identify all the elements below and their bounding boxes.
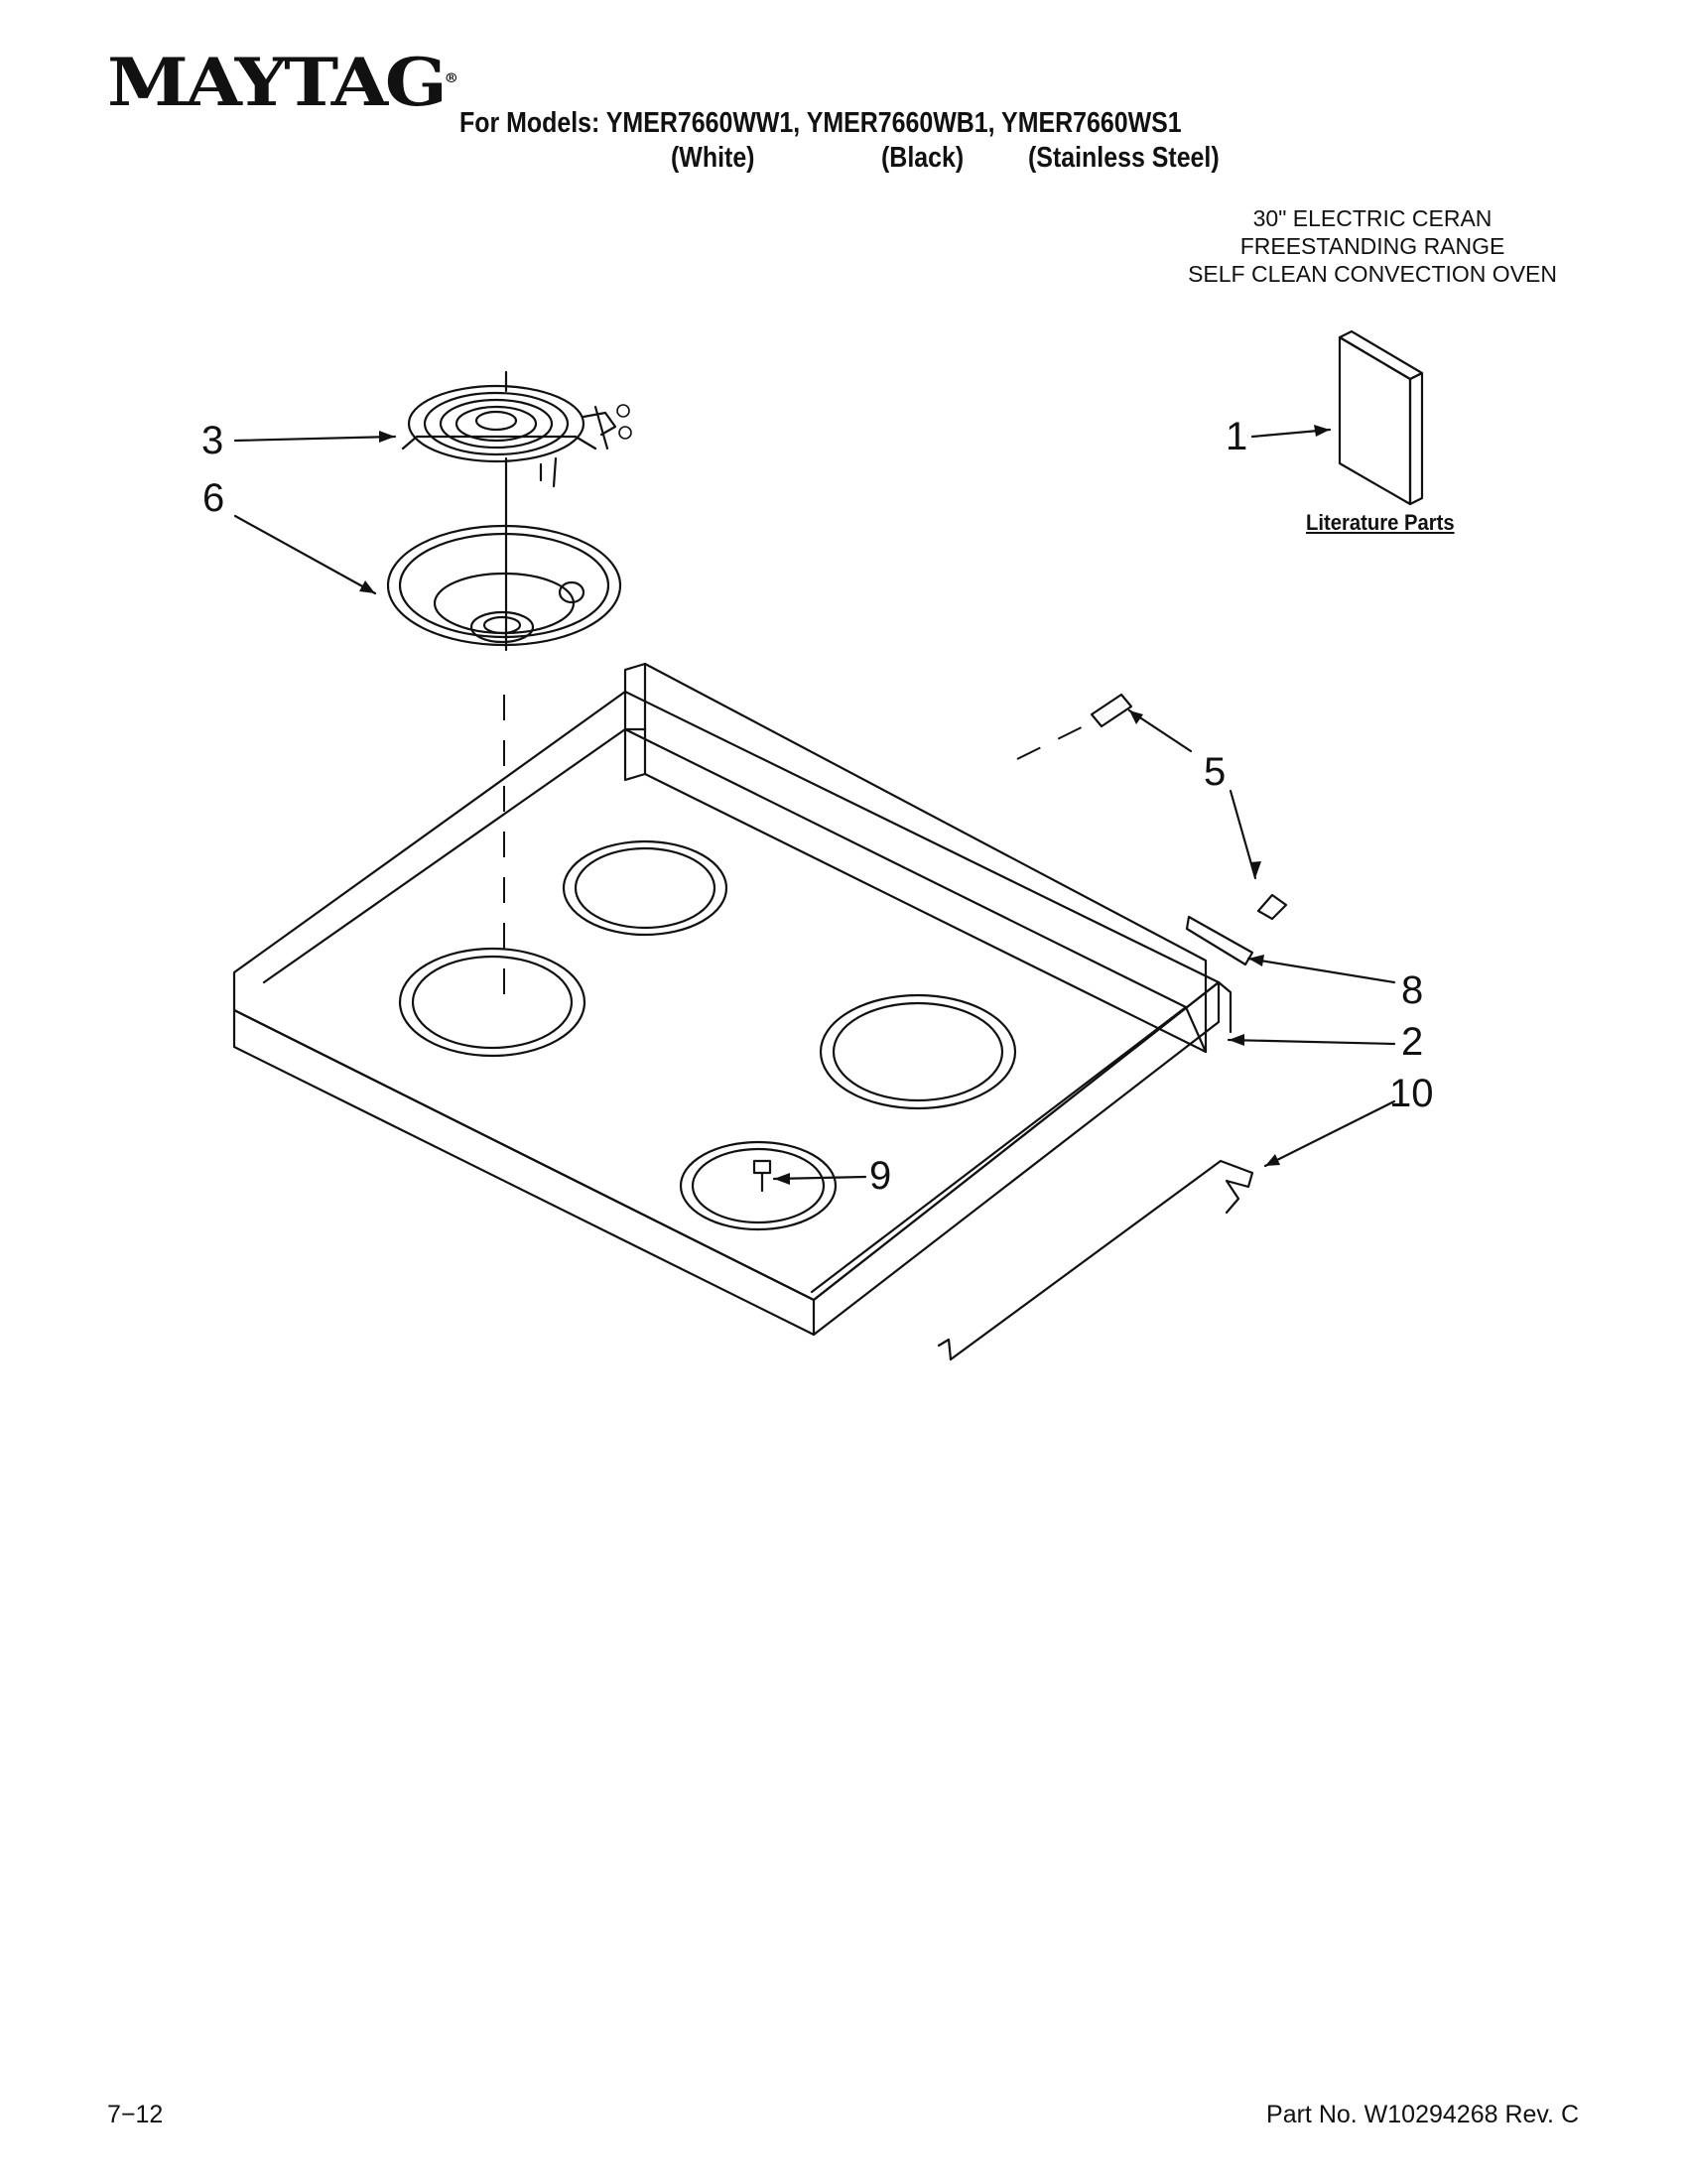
color-stainless: (Stainless Steel) <box>1028 142 1220 174</box>
callout-6: 6 <box>202 476 225 520</box>
callout-10: 10 <box>1389 1072 1434 1115</box>
literature-parts-booklet <box>1338 329 1424 506</box>
arrowheads <box>359 425 1330 1185</box>
literature-parts-label: Literature Parts <box>1306 510 1455 535</box>
hardware-parts <box>752 693 1288 1361</box>
color-black: (Black) <box>881 142 965 174</box>
color-white: (White) <box>671 142 755 174</box>
maytag-logo: MAYTAG® <box>107 44 459 121</box>
cooktop-main-top <box>232 662 1233 1337</box>
leader-lines <box>233 428 1396 1181</box>
callout-8: 8 <box>1401 968 1424 1012</box>
callout-9: 9 <box>869 1154 892 1198</box>
page-number: 7−12 <box>107 2101 164 2128</box>
callout-5: 5 <box>1204 750 1227 794</box>
callout-1: 1 <box>1226 415 1248 458</box>
surface-element <box>401 370 632 652</box>
callout-3: 3 <box>201 419 224 462</box>
product-description: 30" ELECTRIC CERAN FREESTANDING RANGE SE… <box>1188 205 1557 287</box>
drip-bowl <box>386 524 622 647</box>
part-number: Part No. W10294268 Rev. C <box>1266 2101 1579 2128</box>
models-line: For Models: YMER7660WW1, YMER7660WB1, YM… <box>459 107 1182 139</box>
callout-2: 2 <box>1401 1020 1424 1064</box>
